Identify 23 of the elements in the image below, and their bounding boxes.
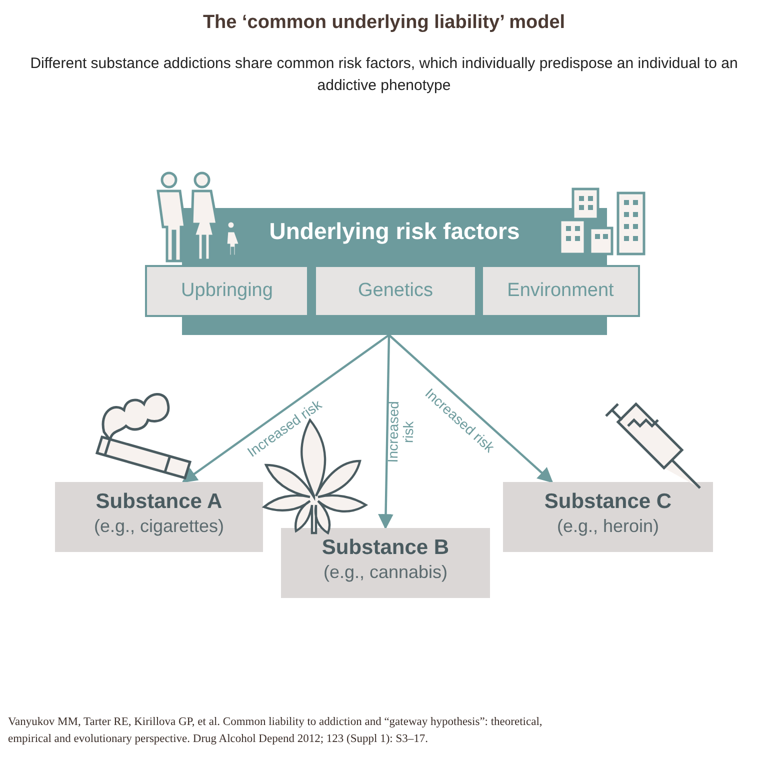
substance-box [503, 482, 713, 552]
substance-name: Substance C [543, 490, 673, 514]
subtitle: Different substance addictions share common risk factors, which individually predispose an individual to an addictive phenotype [30, 54, 738, 96]
arrow [378, 334, 394, 530]
factor-box [481, 265, 640, 317]
substance-name: Substance B [320, 536, 450, 560]
reference-citation: Vanyukov MM, Tarter RE, Kirillova GP, et al. Common liability to addiction and “gateway hypothesis”: theoretical, empirical and evolutionary perspective. Drug Alcohol Depend 2012; 123 (Suppl 1): S3–17. [8, 715, 544, 747]
substance-box [55, 482, 263, 552]
factor-label: Genetics [358, 280, 433, 302]
example-text: (e.g., cannabis) [322, 562, 449, 583]
factor-box [314, 265, 477, 317]
example-text: (e.g., cigarettes) [92, 516, 226, 537]
diagram-title: The ‘common underlying liability’ model [202, 12, 566, 34]
arrow [388, 334, 554, 484]
edge-label: Increased risk [386, 400, 417, 464]
example-text: (e.g., heroin) [556, 516, 660, 537]
factor-label: Environment [507, 280, 614, 302]
band-heading: Underlying risk factors [268, 218, 521, 245]
factor-label: Upbringing [181, 280, 273, 302]
arrow [182, 334, 390, 483]
substance-name: Substance A [94, 490, 224, 514]
factor-box [145, 265, 309, 317]
substance-box [281, 528, 490, 598]
